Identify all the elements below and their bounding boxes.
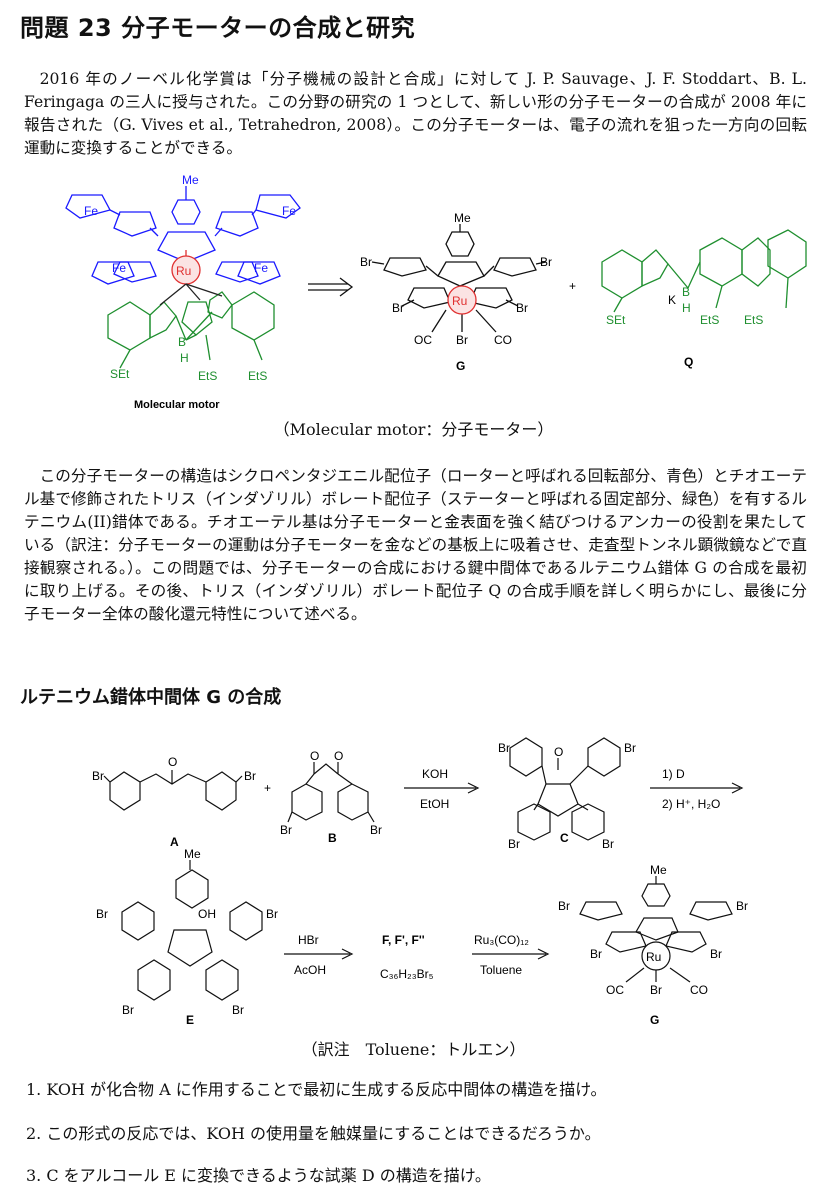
ets-label-motor-2: EtS [248,369,267,383]
set-label-motor: SEt [110,367,130,381]
c-label: C [560,831,569,845]
g-label-scheme1: G [456,359,465,373]
o-label-b-2: O [334,749,343,763]
fe-label-1: Fe [84,204,98,218]
ets-label-q-2: EtS [744,313,763,327]
br-label-c-1: Br [498,741,510,755]
compound-c-structure [509,737,621,841]
o-label-b-1: O [310,749,319,763]
motor-rotor [65,186,301,285]
ru3-reagent: Ru₃(CO)₁₂ [474,933,529,947]
k-label: K [668,293,676,307]
br-label-e-4: Br [232,1003,244,1017]
motor-label: Molecular motor [134,399,220,411]
br-label-g-final-4: Br [710,947,722,961]
br-label-g-5: Br [456,333,468,347]
question-1: 1. KOH が化合物 A に作用することで最初に生成する反応中間体の構造を描け… [26,1080,607,1099]
intro-paragraph: 2016 年のノーベル化学賞は「分子機械の設計と合成」に対して J. P. Sa… [24,70,807,157]
compound-e-structure [121,860,263,1001]
co-label-g: CO [494,333,512,347]
br-label-b-2: Br [370,823,382,837]
fe-label-3: Fe [112,261,126,275]
oc-label-g-final: OC [606,983,624,997]
br-label-e-3: Br [122,1003,134,1017]
ru-label-motor: Ru [176,264,191,278]
question-2: 2. この形式の反応では、KOH の使用量を触媒量にすることはできるだろうか。 [26,1124,601,1143]
compound-g-final-structure [579,876,733,983]
br-label-g-4: Br [516,301,528,315]
h-label-q: H [682,301,691,315]
br-label-g-2: Br [540,255,552,269]
motor-caption: （Molecular motor：分子モーター） [273,420,554,439]
question-3: 3. C をアルコール E に変換できるような試薬 D の構造を描け。 [26,1166,491,1185]
h-label-motor: H [180,351,189,365]
compound-g-structure [371,224,547,333]
section-heading: ルテニウム錯体中間体 G の合成 [20,687,282,708]
compound-q-structure [601,229,807,313]
oh-label-e: OH [198,907,216,921]
b-label-motor: B [178,335,186,349]
compound-a-structure [103,770,243,811]
me-label-motor: Me [182,173,199,187]
br-label-e-1: Br [96,907,108,921]
b-label: B [328,831,337,845]
step-h-label: 2) H⁺, H₂O [662,797,720,811]
me-label-g-final: Me [650,863,667,877]
ru-label-g-final: Ru [646,950,661,964]
plus-sign-scheme1: + [569,279,576,293]
br-label-g-3: Br [392,301,404,315]
page-title: 問題 23 分子モーターの合成と研究 [20,14,416,42]
co-label-g-final: CO [690,983,708,997]
o-label-a: O [168,755,177,769]
o-label-c: O [554,745,563,759]
e-label: E [186,1013,194,1027]
br-label-a-1: Br [92,769,104,783]
g-label-scheme2: G [650,1013,659,1027]
formula-label: C₃₆H₂₃Br₅ [380,967,434,981]
acoh-solvent: AcOH [294,963,326,977]
ets-label-q-1: EtS [700,313,719,327]
fe-label-2: Fe [282,204,296,218]
compound-b-structure [287,762,375,823]
ets-label-motor-1: EtS [198,369,217,383]
br-label-g-final-1: Br [558,899,570,913]
a-label: A [170,835,179,849]
toluene-caption: （訳注 Toluene：トルエン） [301,1040,526,1059]
ru-label-g: Ru [452,294,467,308]
body-paragraph: この分子モーターの構造はシクロペンタジエニル配位子（ローターと呼ばれる回転部分、… [24,467,807,623]
toluene-solvent: Toluene [480,963,522,977]
etoh-solvent: EtOH [420,797,449,811]
br-label-c-3: Br [508,837,520,851]
br-label-g-final-5: Br [650,983,662,997]
b-label-q: B [682,285,690,299]
q-label-scheme1: Q [684,355,693,369]
br-label-g-final-3: Br [590,947,602,961]
motor-stator [107,291,275,369]
fe-label-4: Fe [254,261,268,275]
br-label-c-2: Br [624,741,636,755]
koh-reagent: KOH [422,767,448,781]
plus-sign-scheme2: + [264,781,271,795]
fff-label: F, F', F'' [382,933,425,947]
me-label-e: Me [184,847,201,861]
step-d-label: 1) D [662,767,685,781]
me-label-g: Me [454,211,471,225]
br-label-e-2: Br [266,907,278,921]
hbr-reagent: HBr [298,933,319,947]
br-label-a-2: Br [244,769,256,783]
br-label-g-1: Br [360,255,372,269]
br-label-b-1: Br [280,823,292,837]
br-label-c-4: Br [602,837,614,851]
set-label-q: SEt [606,313,626,327]
br-label-g-final-2: Br [736,899,748,913]
oc-label-g: OC [414,333,432,347]
